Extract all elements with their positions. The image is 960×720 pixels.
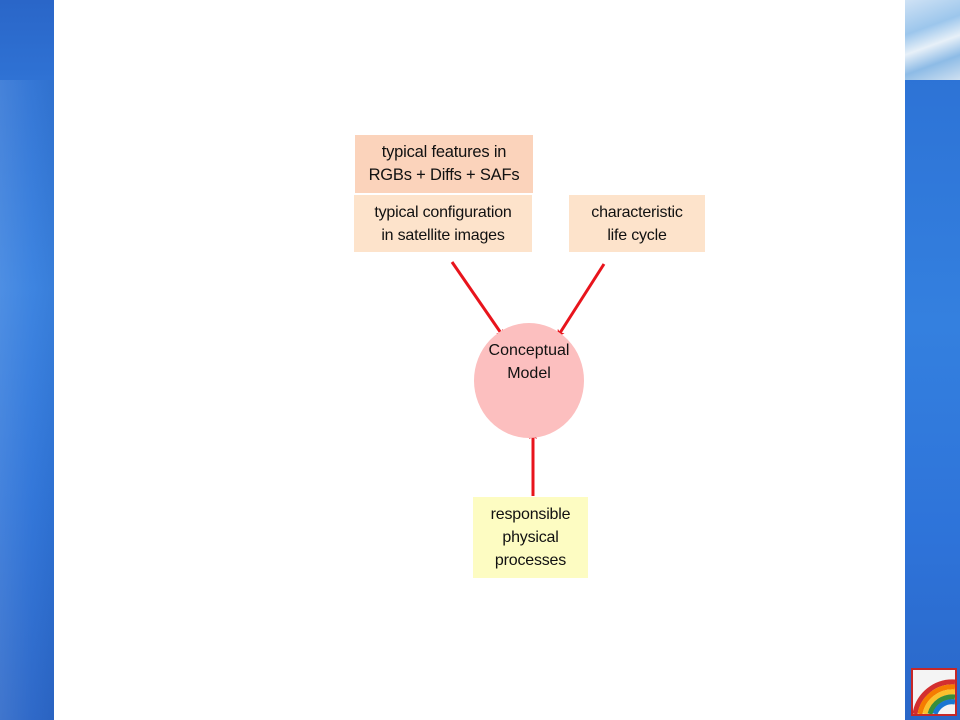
left-decorative-band — [0, 0, 54, 720]
rainbow-logo-icon — [911, 668, 957, 716]
conceptual-model-circle — [474, 323, 584, 438]
node-typical-configuration: typical configuration in satellite image… — [354, 195, 532, 252]
edge-configuration-to-model — [450, 261, 505, 338]
left-band-top-block — [0, 0, 54, 80]
sky-image — [905, 0, 960, 80]
conceptual-model-label: Conceptual Model — [488, 342, 570, 382]
node-life-cycle: characteristic life cycle — [569, 195, 705, 252]
left-band-gradient — [0, 80, 54, 720]
node-typical-features: typical features in RGBs + Diffs + SAFs — [355, 135, 533, 193]
node-physical-processes: responsible physical processes — [473, 497, 588, 578]
right-decorative-band — [905, 0, 960, 720]
edge-lifecycle-to-model — [556, 263, 606, 338]
